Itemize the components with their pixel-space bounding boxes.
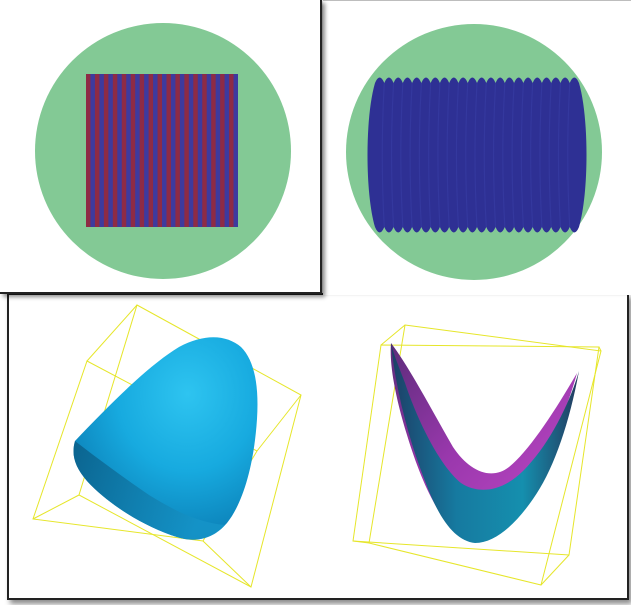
stripe (126, 74, 131, 227)
panel-striped-square (0, 0, 322, 294)
cylinder-rib (520, 82, 524, 228)
stripe (206, 74, 212, 227)
stripe (179, 74, 185, 227)
stripe (162, 74, 167, 227)
cylinder-rib (437, 82, 441, 228)
cylinder-rib (446, 82, 450, 228)
bounding-box-right (352, 324, 602, 586)
rounded-surface-shade (73, 441, 225, 540)
cylinder-rib (428, 82, 432, 228)
stripe (197, 74, 203, 227)
cylinder-rib (539, 82, 543, 228)
cylinder-rib (530, 82, 534, 228)
panel-cylinder (323, 0, 631, 295)
cylinder-icon (346, 24, 602, 280)
cylinder-rib (400, 82, 404, 228)
stripe (90, 74, 95, 227)
cylinder-rib (557, 82, 562, 228)
cylinder-rib (381, 82, 385, 228)
stripe (188, 74, 194, 227)
cylinder-rib (511, 82, 515, 228)
cylinder-rib (465, 82, 469, 228)
stripe (153, 74, 158, 227)
cylinder-rib (390, 82, 395, 228)
cylinder-rib (502, 82, 506, 228)
cylinder-rib (567, 82, 571, 228)
stripe (224, 74, 230, 227)
cylinder-rib (418, 82, 422, 228)
rounded-surface-icon (32, 304, 302, 588)
stripe (99, 74, 104, 227)
stripe (135, 74, 140, 227)
striped-square-icon (35, 23, 291, 279)
stripe-group (90, 74, 238, 227)
stripe (144, 74, 149, 227)
stripe (117, 74, 122, 227)
cylinder-ribs (381, 82, 571, 228)
stripe (233, 74, 238, 227)
panel-3d-surfaces (7, 293, 629, 600)
cylinder-rib (455, 82, 460, 228)
saddle-surface-icon (352, 324, 602, 586)
cylinder-rib (483, 82, 487, 228)
cylinder-rib (474, 82, 478, 228)
cylinder-rib (409, 82, 413, 228)
cylinder-rib (548, 82, 552, 228)
stripe (215, 74, 221, 227)
cylinder-rib (492, 82, 497, 228)
stripe (170, 74, 176, 227)
stripe (108, 74, 113, 227)
saddle-outer (391, 343, 579, 543)
